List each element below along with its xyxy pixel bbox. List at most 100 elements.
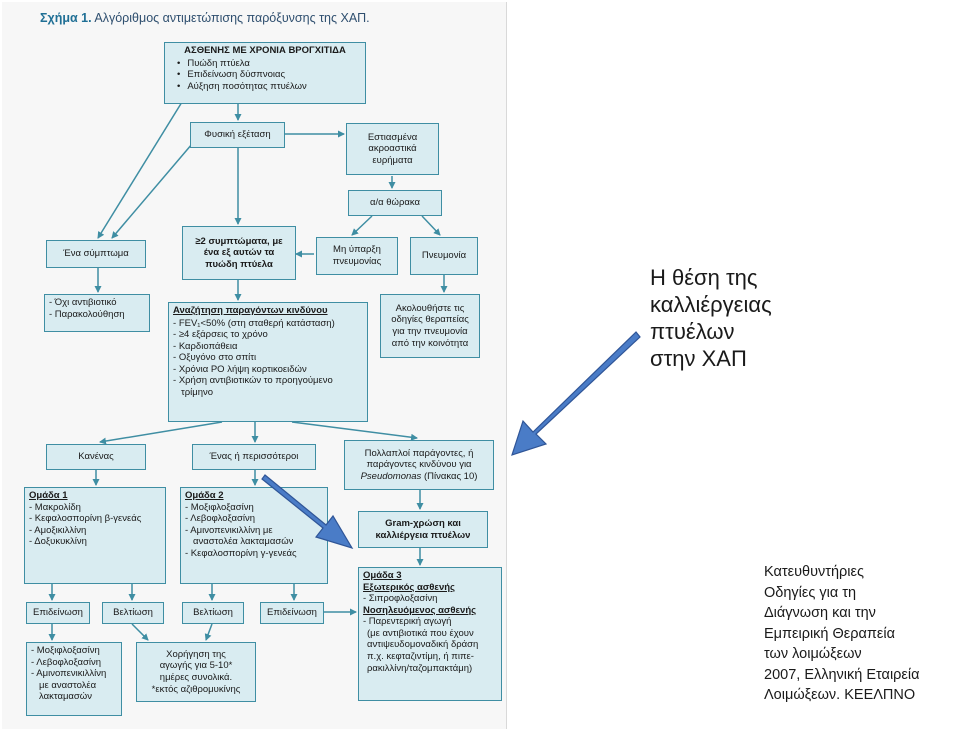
- gram-stain-box: Gram-χρώση και καλλιέργεια πτυέλων: [358, 511, 488, 548]
- group2-box: Ομάδα 2 - Μοξιφλοξασίνη - Λεβοφλοξασίνη …: [180, 487, 328, 584]
- pseudomonas-label: Pseudomonas: [360, 470, 422, 482]
- outpatient-label: Εξωτερικός ασθενής: [363, 581, 455, 593]
- pneumonia-guide-label: Ακολουθήστε τις οδηγίες θεραπείας για τη…: [391, 302, 469, 349]
- source-note-line: Οδηγίες για τη: [764, 584, 857, 601]
- link-xray-pneumonia: [421, 215, 441, 236]
- pneumonia-box: Πνευμονία: [410, 237, 478, 275]
- no-antibiotic-box: - Όχι αντιβιοτικό - Παρακολούθηση: [44, 294, 150, 332]
- risk-header: Αναζήτηση παραγόντων κινδύνου: [173, 305, 328, 316]
- risk-item: Καρδιοπάθεια: [173, 341, 363, 353]
- slide-title-line: καλλιέργειας: [650, 292, 772, 317]
- risk-item: Χρόνια PO λήψη κορτικοειδών: [173, 364, 363, 376]
- group1-item: - Αμοξικιλλίνη: [29, 524, 87, 536]
- group1-box: Ομάδα 1 - Μακρολίδη - Κεφαλοσπορίνη β-γε…: [24, 487, 166, 584]
- duration-line: *εκτός αζιθρομυκίνης: [151, 683, 241, 695]
- arrow-icon: [511, 331, 641, 456]
- group1-item: - Κεφαλοσπορίνη β-γενεάς: [29, 513, 142, 525]
- source-note-line: Λοιμώξεων. ΚΕΕΛΠΝΟ: [764, 687, 916, 703]
- group2-item: - Λεβοφλοξασίνη: [185, 513, 255, 525]
- group1-header: Ομάδα 1: [29, 490, 68, 501]
- group2-item: - Κεφαλοσπορίνη γ-γενεάς: [185, 547, 297, 559]
- inpatient-label: Νοσηλευόμενος ασθενής: [363, 604, 477, 616]
- no-antibiotic-line: - Όχι αντιβιοτικό: [49, 297, 117, 308]
- moxi-box: - Μοξιφλοξασίνη - Λεβοφλοξασίνη - Αμινοπ…: [26, 642, 122, 716]
- none-box: Κανένας: [46, 444, 146, 470]
- risk-item: ≥4 εξάρσεις το χρόνο: [173, 329, 363, 341]
- patient-item: Πυώδη πτύελα: [169, 58, 361, 70]
- risk-item-continued: τρίμηνο: [181, 387, 214, 399]
- group1-item: - Μακρολίδη: [29, 501, 81, 513]
- worse2-label: Επιδείνωση: [267, 607, 317, 619]
- moxi-item: - Μοξιφλοξασίνη: [31, 645, 100, 656]
- one-symptom-box: Ένα σύμπτωμα: [46, 240, 146, 268]
- multiple-factors-box: Πολλαπλοί παράγοντες, ή παράγοντες κινδύ…: [344, 440, 494, 490]
- source-note-line: Διάγνωση και την: [764, 605, 876, 621]
- slide-title-line: Η θέση της: [650, 265, 758, 290]
- pneumonia-label: Πνευμονία: [421, 250, 467, 262]
- group3-box: Ομάδα 3 Εξωτερικός ασθενής - Σιπροφλοξασ…: [358, 567, 502, 701]
- multiple-line: παράγοντες κινδύνου για: [366, 459, 472, 471]
- duration-line: ημέρες συνολικά.: [159, 672, 233, 683]
- focused-findings-box: Εστιασμένα ακροαστικά ευρήματα: [346, 123, 439, 175]
- group2-item: αναστολέα λακταμασών: [193, 536, 294, 548]
- group2-item: - Μοξιφλοξασίνη: [185, 501, 254, 513]
- duration-box: Χορήγηση της αγωγής για 5-10* ημέρες συν…: [136, 642, 256, 702]
- patient-box: ΑΣΘΕΝΗΣ ΜΕ ΧΡΟΝΙΑ ΒΡΟΓΧΙΤΙΔΑ Πυώδη πτύελ…: [164, 42, 366, 104]
- source-note-line: Εμπειρική Θεραπεία: [764, 625, 895, 642]
- risk-item: Χρήση αντιβιοτικών το προηγούμενο: [173, 375, 363, 387]
- moxi-item: - Αμινοπενικιλλίνη: [31, 668, 107, 680]
- focused-findings-label: Εστιασμένα ακροαστικά ευρήματα: [367, 131, 418, 166]
- table-reference: (Πίνακας 10): [421, 470, 478, 482]
- duration-line: Χορήγηση της: [166, 648, 226, 660]
- arrow-icon: [261, 474, 354, 550]
- risk-factors-box: Αναζήτηση παραγόντων κινδύνου FEV₁<50% (…: [168, 302, 368, 422]
- no-pneumonia-box: Μη ύπαρξη πνευμονίας: [316, 237, 398, 275]
- worse1-box: Επιδείνωση: [26, 602, 90, 624]
- better2-label: Βελτίωση: [193, 607, 233, 619]
- link-xray-nopneumonia: [351, 215, 373, 236]
- worse1-label: Επιδείνωση: [33, 607, 83, 619]
- patient-item: Επιδείνωση δύσπνοιας: [169, 69, 361, 81]
- figure-number: Σχήμα 1.: [40, 11, 92, 25]
- inpatient-item: ρακιλλίνη/ταζομπακτάμη): [367, 662, 473, 674]
- risk-items: FEV₁<50% (στη σταθερή κατάσταση) ≥4 εξάρ…: [173, 318, 363, 387]
- group2-item: - Αμινοπενικιλλίνη με: [185, 524, 273, 536]
- source-note-line: 2007, Ελληνική Εταιρεία: [764, 666, 920, 683]
- exam-box: Φυσική εξέταση: [190, 122, 285, 148]
- link-exam-onesymptom: [111, 143, 193, 239]
- group2-header: Ομάδα 2: [185, 490, 224, 501]
- none-label: Κανένας: [78, 451, 114, 463]
- group3-header: Ομάδα 3: [363, 570, 402, 581]
- patient-item: Αύξηση ποσότητας πτυέλων: [169, 81, 361, 93]
- worse2-box: Επιδείνωση: [260, 602, 324, 624]
- exam-label: Φυσική εξέταση: [204, 129, 271, 141]
- no-pneumonia-label: Μη ύπαρξη πνευμονίας: [332, 244, 382, 267]
- better1-label: Βελτίωση: [113, 607, 153, 619]
- better2-box: Βελτίωση: [182, 602, 244, 624]
- inpatient-item: (με αντιβιοτικά που έχουν: [367, 627, 474, 639]
- one-symptom-label: Ένα σύμπτωμα: [63, 248, 129, 260]
- link-risk-none: [99, 421, 223, 445]
- multiple-line: Πολλαπλοί παράγοντες, ή: [364, 447, 474, 459]
- slide-title-line: πτυέλων: [650, 319, 735, 344]
- figure-title: Σχήμα 1. Αλγόριθμος αντιμετώπισης παρόξυ…: [40, 11, 370, 25]
- better1-box: Βελτίωση: [102, 602, 164, 624]
- moxi-item: με αναστολέα: [39, 679, 97, 691]
- patient-items: Πυώδη πτύελα Επιδείνωση δύσπνοιας Αύξηση…: [169, 58, 361, 93]
- moxi-item: λακταμασών: [39, 691, 92, 703]
- slide-title: Η θέση της καλλιέργειας πτυέλων στην ΧΑΠ: [650, 264, 772, 372]
- duration-line: αγωγής για 5-10*: [159, 660, 233, 672]
- algorithm-figure: Σχήμα 1. Αλγόριθμος αντιμετώπισης παρόξυ…: [2, 2, 507, 729]
- link-patient-onesymptom: [97, 101, 183, 239]
- link-risk-multiple: [291, 421, 418, 441]
- risk-item: FEV₁<50% (στη σταθερή κατάσταση): [173, 318, 363, 330]
- outpatient-item: - Σιπροφλοξασίνη: [363, 593, 438, 605]
- xray-label: α/α θώρακα: [370, 197, 420, 209]
- link-better2-duration: [204, 623, 213, 641]
- inpatient-item: - Παρεντερική αγωγή: [363, 616, 452, 628]
- group1-item: - Δοξυκυκλίνη: [29, 536, 87, 548]
- link-better1-duration: [131, 623, 149, 641]
- pneumonia-guide-box: Ακολουθήστε τις οδηγίες θεραπείας για τη…: [380, 294, 480, 358]
- inpatient-item: αντιψευδομοναδική δράση: [367, 639, 479, 651]
- source-note: Κατευθυντήριες Οδηγίες για τη Διάγνωση κ…: [764, 562, 919, 706]
